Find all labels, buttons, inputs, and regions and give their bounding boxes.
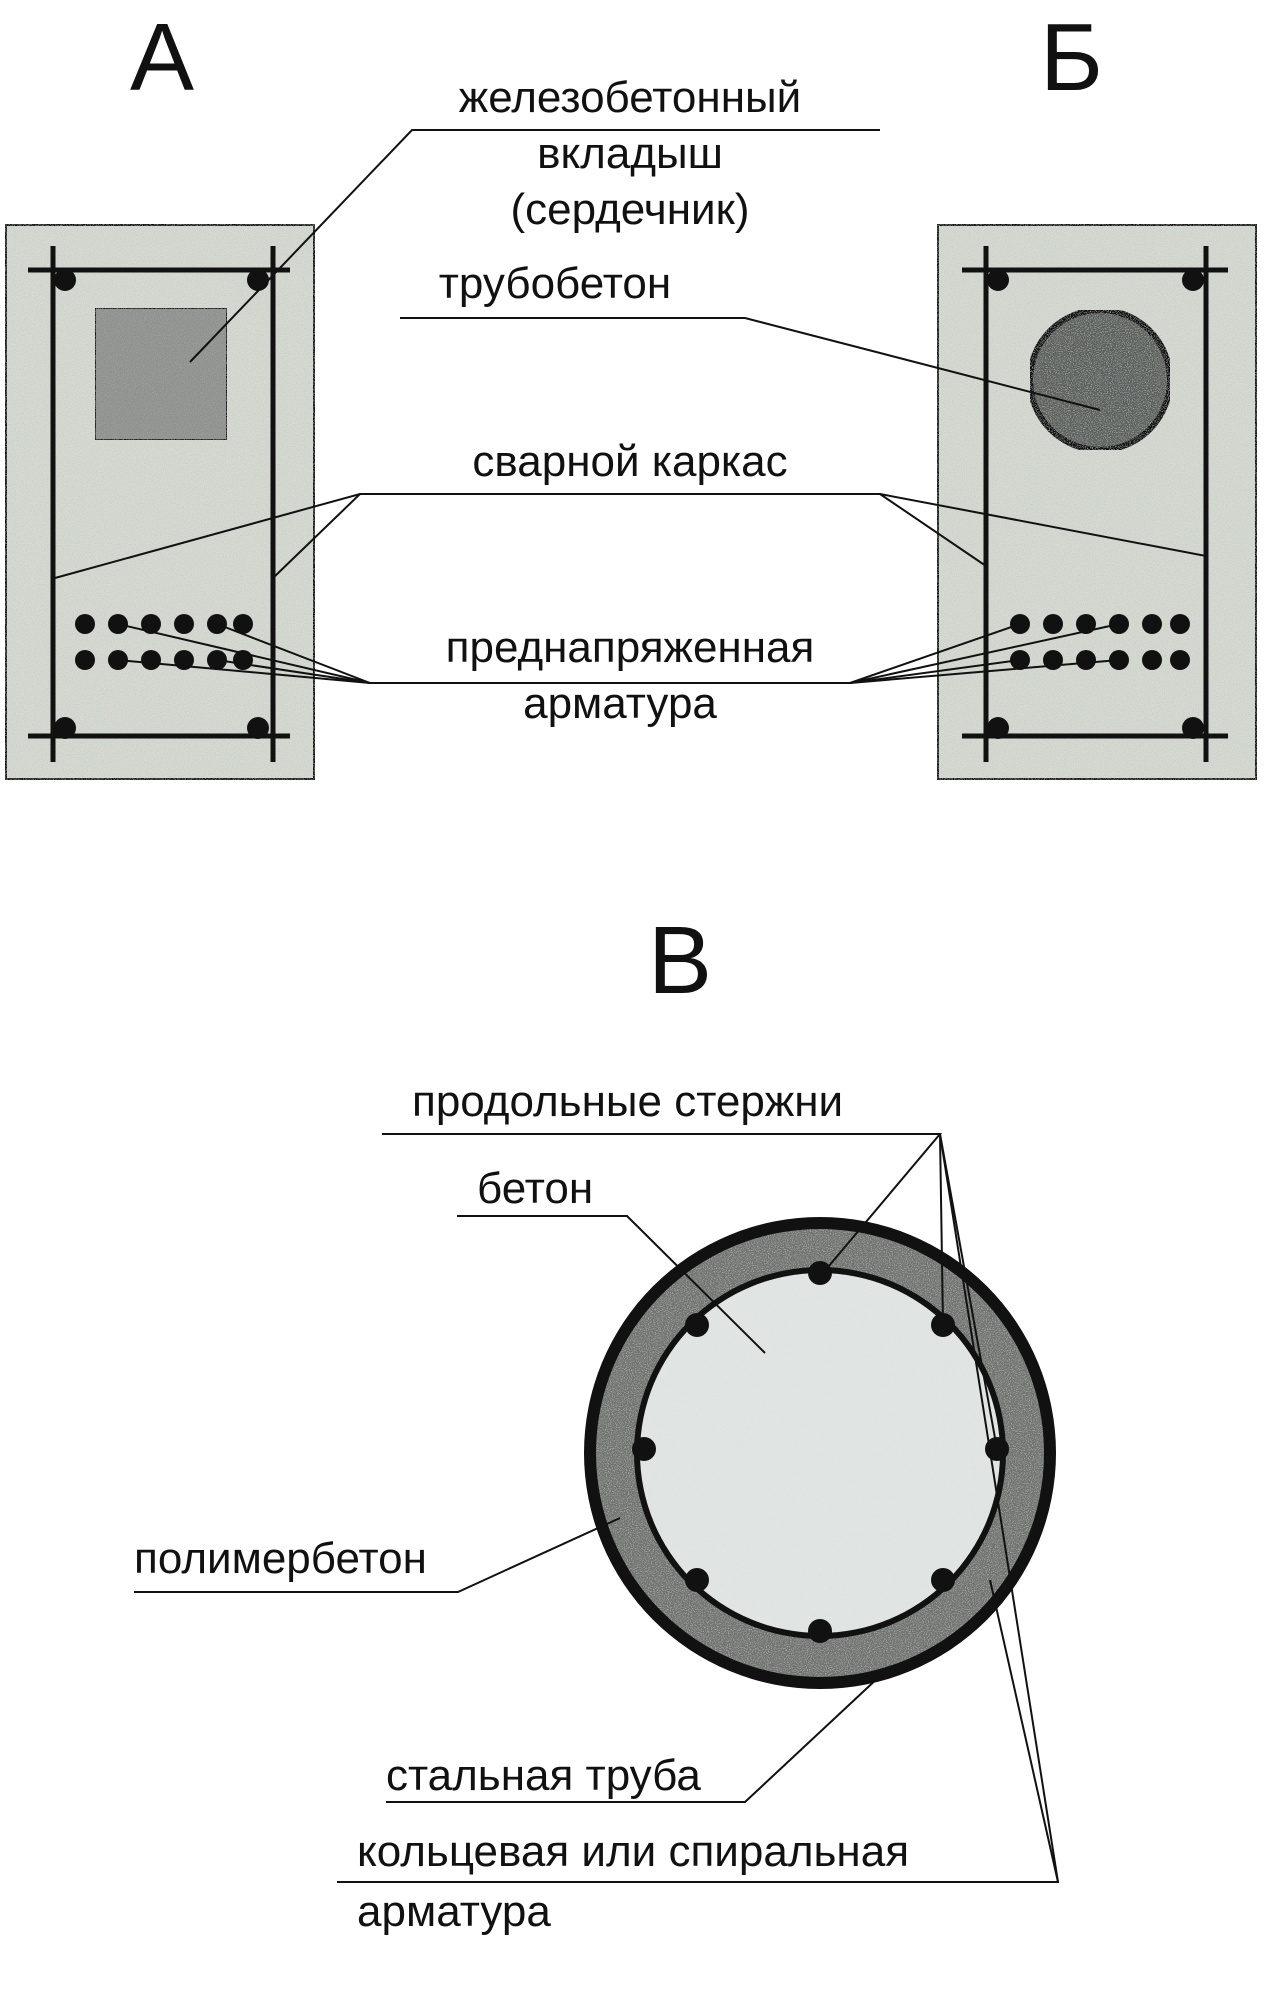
leader-strands-right-4 [849, 659, 1021, 684]
leader-steel-tube [386, 1675, 881, 1803]
section-c [584, 1217, 1056, 1689]
leader-strands-right-2 [849, 623, 1120, 684]
leader-longitudinal-2 [939, 1133, 944, 1326]
section-b-tube-concrete [1027, 307, 1173, 453]
leader-tube-concrete [400, 317, 1101, 411]
strand [75, 650, 95, 670]
leader-core [189, 129, 880, 363]
section-a-core [94, 307, 228, 441]
strand [75, 614, 95, 634]
label-prestressed-line2: арматура [523, 679, 717, 728]
section-b-corner-bar [1182, 269, 1204, 291]
strand [1076, 614, 1096, 634]
leader-frame-right-inner [879, 493, 987, 567]
section-c-concrete [640, 1273, 1000, 1633]
label-core-line2: вкладыш [537, 129, 723, 178]
strand [141, 614, 161, 634]
leader-lines-top [54, 129, 1207, 684]
longitudinal-bar [808, 1619, 832, 1643]
leader-hoop-2 [989, 1579, 1059, 1883]
leader-strands-left-3 [216, 659, 371, 684]
section-a [3, 222, 317, 782]
strand [1170, 614, 1190, 634]
section-a-corner-bar [247, 717, 269, 739]
strand [1043, 614, 1063, 634]
section-a-corner-bar [54, 717, 76, 739]
panel-letter-b: Б [1040, 4, 1103, 111]
leader-strands-left-4 [117, 659, 371, 684]
label-longitudinal-bars: продольные стержни [412, 1077, 843, 1126]
leader-longitudinal-3 [939, 1133, 998, 1450]
leader-frame-left-inner [272, 493, 361, 579]
section-b-corner-bar [987, 269, 1009, 291]
section-b [935, 222, 1259, 782]
longitudinal-bar [685, 1568, 709, 1592]
strand [1142, 614, 1162, 634]
longitudinal-bar [685, 1313, 709, 1337]
leader-concrete [457, 1215, 766, 1354]
leader-lines-bottom [134, 1133, 1060, 1883]
longitudinal-bar [931, 1568, 955, 1592]
leader-strands-left [117, 623, 371, 684]
section-b-corner-bar [1182, 717, 1204, 739]
panel-letter-c: В [648, 907, 712, 1014]
longitudinal-bar [808, 1261, 832, 1285]
label-welded-frame: сварной каркас [472, 437, 787, 486]
label-polymer-concrete: полимербетон [134, 1534, 427, 1583]
label-steel-tube: стальная труба [386, 1751, 701, 1800]
label-tube-concrete: трубобетон [439, 259, 671, 308]
section-a-corner-bar [247, 269, 269, 291]
strand [141, 650, 161, 670]
panel-letter-a: А [130, 4, 194, 111]
longitudinal-bar [632, 1437, 656, 1461]
label-hoop-line2: арматура [357, 1887, 551, 1936]
leader-strands-right-3 [849, 659, 1120, 684]
strand [174, 614, 194, 634]
section-b-corner-bar [987, 717, 1009, 739]
label-core-line1: железобетонный [459, 73, 801, 122]
leader-polymer [134, 1517, 621, 1593]
label-concrete: бетон [477, 1164, 593, 1213]
strand [1142, 650, 1162, 670]
section-a-corner-bar [54, 269, 76, 291]
strand [1170, 650, 1190, 670]
leader-strands-left-2 [216, 623, 371, 684]
leader-frame-left [54, 493, 1207, 579]
leader-strands-right [849, 623, 1021, 684]
label-hoop-line1: кольцевая или спиральная [357, 1827, 909, 1876]
strand [233, 614, 253, 634]
strand [1076, 650, 1096, 670]
label-core-line3: (сердечник) [511, 185, 750, 234]
label-prestressed-line1: преднапряженная [446, 623, 815, 672]
